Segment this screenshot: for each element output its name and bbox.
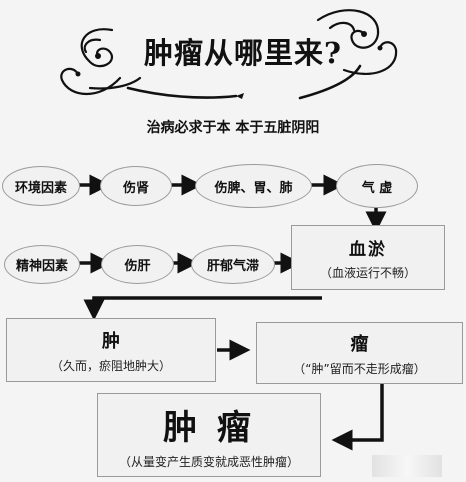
box-swelling: 肿 （久而，瘀阻地肿大）: [6, 318, 216, 382]
node-kidney-injury: 伤肾: [100, 166, 172, 206]
node-liver-injury: 伤肝: [101, 245, 174, 284]
box-tumor: 瘤 （“肿”留而不走形成瘤）: [256, 322, 463, 384]
node-liver-qi-stagnation: 肝郁气滞: [191, 245, 275, 284]
node-spleen-stomach-lung: 伤脾、胃、肺: [195, 164, 312, 208]
box-blood-stasis: 血淤 （血液运行不畅）: [291, 225, 445, 290]
node-mental-factors: 精神因素: [4, 245, 80, 284]
arrow-blood-to-swell: [83, 296, 322, 321]
arrow-tumor-to-final: [331, 384, 384, 451]
node-environment: 环境因素: [2, 166, 80, 206]
box-final-tumor: 肿 瘤 （从量变产生质变就成恶性肿瘤）: [97, 393, 321, 477]
page-title: 肿瘤从哪里来?: [144, 36, 342, 70]
subtitle: 治病必求于本 本于五脏阴阳: [146, 120, 320, 136]
corner-glare: [372, 455, 442, 477]
node-qi-deficiency: 气 虚: [336, 164, 418, 208]
